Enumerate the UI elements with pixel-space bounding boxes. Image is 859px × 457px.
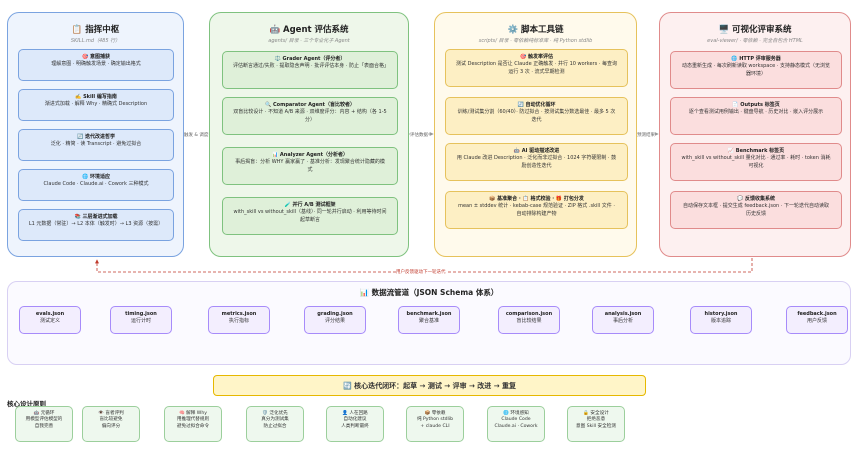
card-trigger-eval: 🎯 触发率评估 测试 Description 是否让 Claude 正确触发 ·… — [445, 49, 628, 87]
principle-meta-loop: 🤖 元循环 用模型评估模型的 自我完善 — [15, 406, 73, 442]
principle-zero-deps: 📦 零依赖 纯 Python stdlib + claude CLI — [406, 406, 464, 442]
principle-human-in-loop: 👤 人在回路 自动化建议 人类判断最终 — [326, 406, 384, 442]
pipeline-node-evals: evals.json 测试定义 — [19, 306, 81, 334]
card-comparator-agent: 🔍 Comparator Agent（盲比较者） 双盲比较设计 · 不知道 A/… — [222, 97, 398, 135]
column-command-center: 📋 指挥中枢 SKILL.md（485 行） 🎯 意图捕获 理解意图 · 明确触… — [7, 12, 184, 257]
column-subtitle: eval-viewer/ · 零依赖 · 完全自包含 HTML — [707, 38, 803, 44]
card-environment: 🌐 环境适应 Claude Code · Claude.ai · Cowork … — [18, 169, 174, 201]
edge-label-c-d: 预测结果 — [637, 132, 655, 138]
column-title: 🤖 Agent 评估系统 — [269, 25, 349, 35]
card-writing-guide: ✍️ Skill 编写指南 渐进式加载 · 解释 Why · 精确式 Descr… — [18, 89, 174, 121]
column-subtitle: SKILL.md（485 行） — [70, 38, 121, 44]
column-script-toolchain: ⚙️ 脚本工具链 scripts/ 目录 · 零依赖纯标准库 · 纯 Pytho… — [434, 12, 637, 257]
card-feedback-system: 💬 反馈收集系统 自动保存文本框 · 提交生成 feedback.json · … — [670, 191, 842, 229]
pipeline-node-history: history.json 版本追踪 — [690, 306, 752, 334]
column-subtitle: scripts/ 目录 · 零依赖纯标准库 · 纯 Python stdlib — [478, 38, 593, 44]
card-aggregate-package: 📦 基准聚合 · 📋 格式校验 · 🎁 打包分发 mean ± stddev 统… — [445, 191, 628, 229]
card-ai-description: 🤖 AI 驱动描述改进 用 Claude 改进 Description · 泛化… — [445, 143, 628, 181]
card-outputs-tab: 📄 Outputs 标签页 逐个查看测试用例输出 · 键盘导航 · 历史对比 ·… — [670, 97, 842, 135]
column-title: 📋 指挥中枢 — [71, 25, 120, 35]
principle-env-aware: 🌐 环境感知 Claude Code Claude.ai · Cowork — [487, 406, 545, 442]
pipeline-title: 📊 数据流管道（JSON Schema 体系） — [359, 288, 499, 297]
card-analyzer-agent: 📊 Analyzer Agent（分析者） 事后揭盲：分析 WHY 赢家赢了 ·… — [222, 147, 398, 185]
column-visual-review: 🖥️ 可视化评审系统 eval-viewer/ · 零依赖 · 完全自包含 HT… — [659, 12, 851, 257]
card-benchmark-tab: 📈 Benchmark 标签页 with_skill vs without_sk… — [670, 143, 842, 181]
pipeline-node-benchmark: benchmark.json 聚合基准 — [398, 306, 460, 334]
card-iteration-philosophy: 🔄 迭代改进哲学 泛化 · 精简 · 读 Transcript · 避免过拟合 — [18, 129, 174, 161]
principle-explain-why: 🧠 解释 Why 用推理代替规则 避免过拟合命令 — [164, 406, 222, 442]
principle-generalization: 🛡️ 泛化优先 真分为测试集 防止过拟合 — [246, 406, 304, 442]
column-title: ⚙️ 脚本工具链 — [507, 25, 564, 35]
pipeline-node-comparison: comparison.json 盲比较结果 — [498, 306, 560, 334]
edge-label-a-b: 触发 & 调度 — [184, 132, 209, 138]
pipeline-node-analysis: analysis.json 事后分析 — [592, 306, 654, 334]
card-grader-agent: ⚖️ Grader Agent（评分者） 评估断言通过/失败 · 提取隐含声明 … — [222, 51, 398, 89]
edge-label-b-c: 评估数据 — [410, 132, 428, 138]
principle-safety: 🔒 安全设计 拒绝恶意 意图 Skill 安全检测 — [567, 406, 625, 442]
pipeline-node-grading: grading.json 评分结果 — [304, 306, 366, 334]
card-progressive-loading: 📚 三层渐进式加载 L1 元数据（常驻）→ L2 本体（触发时）→ L3 资源（… — [18, 209, 174, 241]
column-subtitle: agents/ 目录 · 三个专业化子 Agent — [268, 38, 350, 44]
card-http-server: 🌐 HTTP 评审服务器 动态重新生成 · 每次刷新读取 workspace ·… — [670, 51, 842, 89]
core-loop-banner: 🔄 核心迭代闭环：起草 → 测试 → 评审 → 改进 → 重复 — [213, 375, 646, 396]
card-intent-capture: 🎯 意图捕获 理解意图 · 明确触发场景 · 确定输出格式 — [18, 49, 174, 81]
column-agent-eval: 🤖 Agent 评估系统 agents/ 目录 · 三个专业化子 Agent ⚖… — [209, 12, 409, 257]
pipeline-node-timing: timing.json 运行计时 — [110, 306, 172, 334]
edge-label-feedback: 用户反馈驱动下一轮迭代 — [396, 269, 446, 275]
column-title: 🖥️ 可视化评审系统 — [718, 25, 792, 35]
principle-blind-judge: 👁️ 盲者评判 盲比较避免 偏向评分 — [82, 406, 140, 442]
card-auto-optimize: 🔄 自动优化循环 训练/测试集分割（60/40）· 防过拟合 · 按测试集分数选… — [445, 97, 628, 135]
core-loop-text: 🔄 核心迭代闭环：起草 → 测试 → 评审 → 改进 → 重复 — [342, 382, 517, 390]
principles-heading: 核心设计原则 — [7, 400, 46, 408]
pipeline-node-feedback: feedback.json 用户反馈 — [786, 306, 848, 334]
pipeline-node-metrics: metrics.json 执行指标 — [208, 306, 270, 334]
card-ab-testing: 🧪 并行 A/B 测试框架 with_skill vs without_skil… — [222, 197, 398, 235]
